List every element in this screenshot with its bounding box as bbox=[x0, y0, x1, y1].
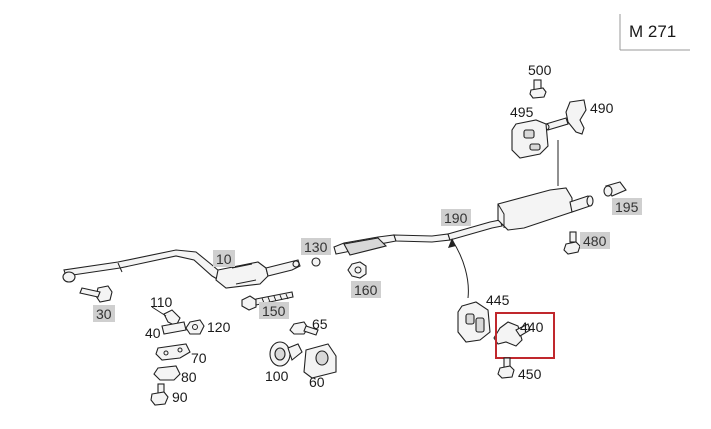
intermediate-pipe[interactable] bbox=[333, 219, 503, 256]
rubber-mount-445[interactable] bbox=[457, 301, 491, 343]
label-440[interactable]: 440 bbox=[520, 319, 544, 335]
label-195[interactable]: 195 bbox=[612, 198, 642, 215]
tail-pipe-195[interactable] bbox=[603, 181, 627, 197]
label-40[interactable]: 40 bbox=[145, 325, 161, 341]
svg-text:190: 190 bbox=[444, 210, 468, 226]
highlight-box-440 bbox=[495, 312, 555, 359]
part-labels: 500 490 495 195 190 480 130 10 bbox=[93, 62, 642, 405]
front-pipe[interactable] bbox=[62, 249, 227, 284]
label-160[interactable]: 160 bbox=[351, 281, 381, 298]
svg-text:130: 130 bbox=[304, 239, 328, 255]
catalytic-converter[interactable] bbox=[215, 259, 301, 289]
svg-text:120: 120 bbox=[207, 319, 231, 335]
svg-text:480: 480 bbox=[583, 233, 607, 249]
svg-text:500: 500 bbox=[528, 62, 552, 78]
label-130[interactable]: 130 bbox=[301, 238, 331, 255]
svg-text:70: 70 bbox=[191, 350, 207, 366]
bolt-480[interactable] bbox=[563, 231, 581, 255]
svg-text:100: 100 bbox=[265, 368, 289, 384]
label-150[interactable]: 150 bbox=[259, 302, 289, 319]
label-60[interactable]: 60 bbox=[309, 374, 325, 390]
nut-120[interactable] bbox=[185, 319, 205, 335]
svg-text:90: 90 bbox=[172, 389, 188, 405]
engine-code-box: M 271 bbox=[619, 14, 690, 51]
label-495[interactable]: 495 bbox=[510, 104, 534, 120]
label-100[interactable]: 100 bbox=[265, 368, 289, 384]
label-70[interactable]: 70 bbox=[191, 350, 207, 366]
svg-text:80: 80 bbox=[181, 369, 197, 385]
label-10[interactable]: 10 bbox=[213, 250, 235, 267]
arrow-to-pipe bbox=[451, 239, 469, 299]
label-500[interactable]: 500 bbox=[528, 62, 552, 78]
svg-text:445: 445 bbox=[486, 292, 510, 308]
bolt-30[interactable] bbox=[79, 285, 113, 303]
clamp-80[interactable] bbox=[153, 365, 181, 381]
label-490[interactable]: 490 bbox=[590, 100, 614, 116]
clamp-110[interactable] bbox=[163, 309, 181, 327]
rubber-mount-495[interactable] bbox=[511, 119, 549, 159]
svg-text:495: 495 bbox=[510, 104, 534, 120]
gasket-160[interactable] bbox=[347, 261, 367, 279]
clamp-70[interactable] bbox=[155, 343, 191, 361]
engine-code: M 271 bbox=[629, 22, 676, 41]
label-65[interactable]: 65 bbox=[312, 316, 328, 332]
label-110[interactable]: 110 bbox=[150, 294, 173, 317]
label-90[interactable]: 90 bbox=[172, 389, 188, 405]
label-80[interactable]: 80 bbox=[181, 369, 197, 385]
label-450[interactable]: 450 bbox=[518, 366, 542, 382]
arrow-head bbox=[448, 238, 456, 248]
bolt-450[interactable] bbox=[497, 357, 515, 379]
svg-text:110: 110 bbox=[150, 294, 173, 310]
label-190[interactable]: 190 bbox=[441, 209, 471, 226]
svg-text:195: 195 bbox=[615, 199, 639, 215]
rear-muffler[interactable] bbox=[497, 187, 594, 231]
bolt-500[interactable] bbox=[529, 79, 547, 99]
svg-text:10: 10 bbox=[216, 251, 232, 267]
svg-text:450: 450 bbox=[518, 366, 542, 382]
clamp-40[interactable] bbox=[161, 321, 187, 335]
svg-text:490: 490 bbox=[590, 100, 614, 116]
label-120[interactable]: 120 bbox=[207, 319, 231, 335]
label-30[interactable]: 30 bbox=[93, 305, 115, 322]
bolt-90[interactable] bbox=[150, 383, 169, 406]
label-480[interactable]: 480 bbox=[580, 232, 610, 249]
label-445[interactable]: 445 bbox=[486, 292, 510, 308]
svg-text:30: 30 bbox=[96, 306, 112, 322]
svg-text:40: 40 bbox=[145, 325, 161, 341]
bushing-100[interactable] bbox=[269, 341, 303, 367]
hanger-bracket-490[interactable] bbox=[542, 99, 587, 135]
bracket-60[interactable] bbox=[303, 343, 337, 379]
svg-text:65: 65 bbox=[312, 316, 328, 332]
nut-130[interactable] bbox=[311, 257, 321, 267]
svg-text:150: 150 bbox=[262, 303, 286, 319]
hanger-440[interactable] bbox=[493, 321, 531, 347]
svg-text:440: 440 bbox=[520, 319, 544, 335]
bolt-65[interactable] bbox=[289, 321, 319, 336]
svg-text:60: 60 bbox=[309, 374, 325, 390]
bolt-150[interactable] bbox=[241, 291, 294, 311]
svg-text:160: 160 bbox=[354, 282, 378, 298]
